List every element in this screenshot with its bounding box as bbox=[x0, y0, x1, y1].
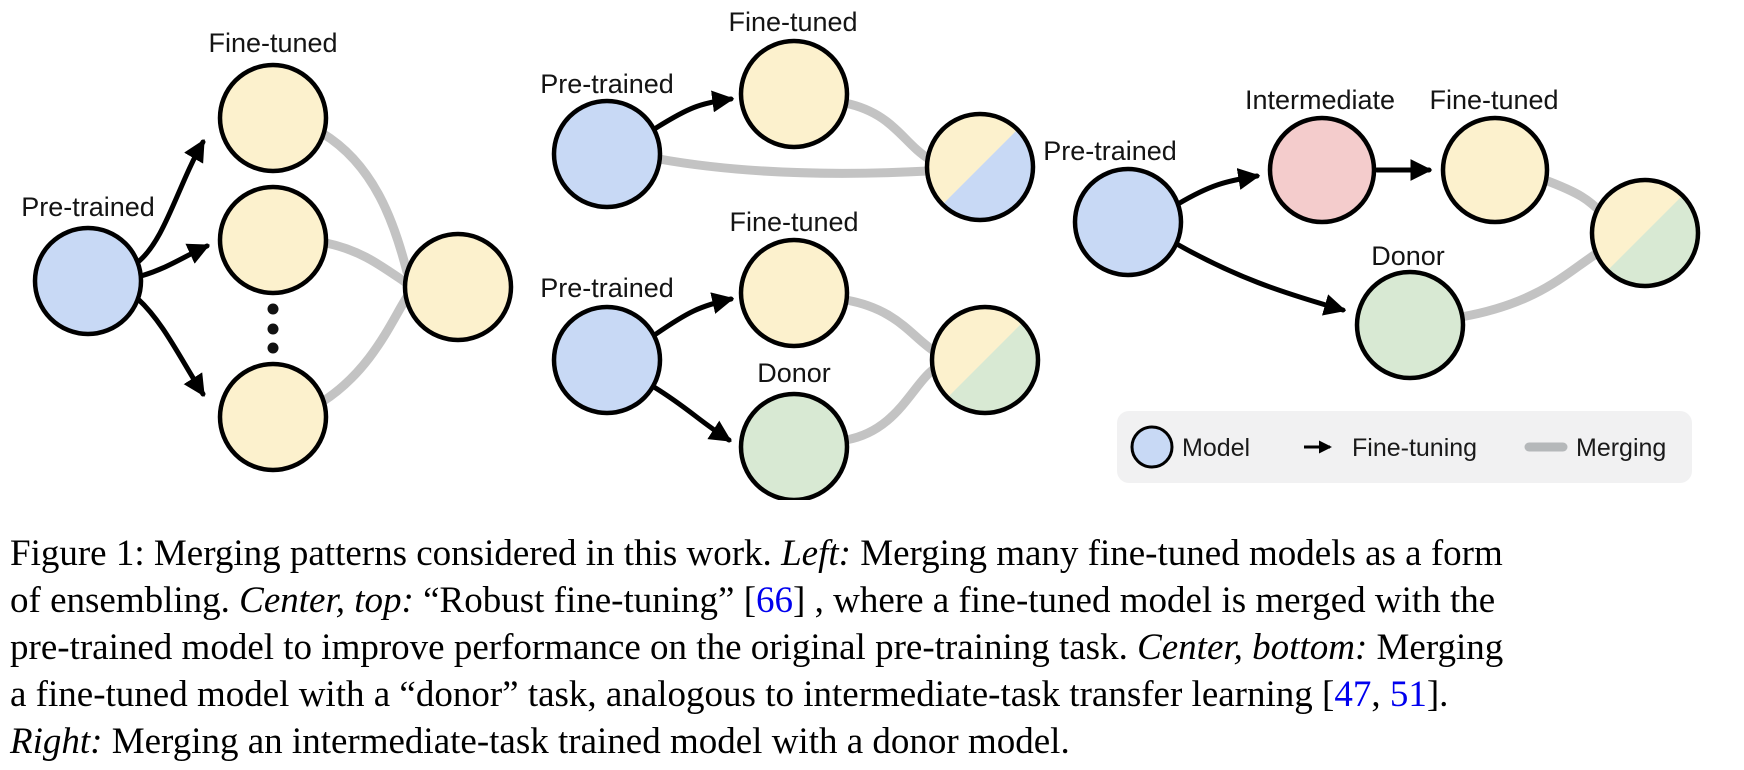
panel-left: Fine-tuned Pre-trained bbox=[21, 28, 514, 473]
merge-line bbox=[317, 128, 412, 277]
caption-text: Center, bottom: bbox=[1137, 627, 1368, 668]
legend-box bbox=[1117, 411, 1692, 483]
finetune-arrow bbox=[1175, 168, 1261, 207]
intermediate-model-circle bbox=[1267, 115, 1377, 225]
citation-link[interactable]: 51 bbox=[1389, 674, 1427, 715]
merged-model-half-blue bbox=[942, 129, 1034, 221]
caption-text: Figure 1: Merging patterns considered in… bbox=[10, 533, 782, 574]
caption-line-1: Figure 1: Merging patterns considered in… bbox=[10, 530, 1744, 577]
caption-text: of ensembling. bbox=[10, 580, 240, 621]
merge-line bbox=[1540, 175, 1607, 218]
merge-line bbox=[654, 154, 933, 178]
finetuned-model-circle bbox=[738, 237, 850, 349]
donor-model-circle bbox=[738, 391, 850, 500]
citation-link[interactable]: 47 bbox=[1334, 674, 1372, 715]
citation-link[interactable]: 66 bbox=[756, 580, 794, 621]
caption-text: Merging an intermediate-task trained mod… bbox=[102, 721, 1070, 762]
panel-right: Pre-trained Intermediate Fine-tuned Dono… bbox=[1043, 85, 1701, 381]
finetuned-label: Fine-tuned bbox=[729, 207, 858, 237]
pretrained-model-circle bbox=[551, 98, 663, 210]
merged-model-half-green bbox=[1607, 195, 1699, 287]
finetune-arrow bbox=[135, 296, 206, 397]
legend-model-label: Model bbox=[1182, 434, 1250, 462]
donor-model-circle bbox=[1354, 269, 1466, 381]
caption-text: ]. bbox=[1426, 674, 1449, 715]
finetuned-label: Fine-tuned bbox=[1429, 85, 1558, 115]
caption-line-3: pre-trained model to improve performance… bbox=[10, 624, 1744, 671]
caption-line-2: of ensembling. Center, top: “Robust fine… bbox=[10, 577, 1744, 624]
finetuned-model-circle bbox=[217, 184, 329, 296]
pretrained-label: Pre-trained bbox=[540, 69, 674, 99]
merged-model-outline bbox=[1589, 177, 1701, 289]
caption-text: Merging many fine-tuned models as a form bbox=[850, 533, 1503, 574]
donor-label: Donor bbox=[1371, 241, 1445, 271]
finetune-arrow bbox=[138, 243, 210, 279]
caption-text: Left: bbox=[781, 533, 851, 574]
panel-center-top: Fine-tuned Pre-trained bbox=[540, 7, 1036, 223]
finetune-arrow bbox=[1172, 240, 1347, 316]
intermediate-label: Intermediate bbox=[1245, 85, 1395, 115]
pretrained-label: Pre-trained bbox=[540, 273, 674, 303]
caption-text: Merging bbox=[1367, 627, 1504, 668]
pretrained-model-circle bbox=[551, 304, 663, 416]
merged-model-half-green bbox=[947, 322, 1039, 414]
finetuned-model-circle bbox=[217, 361, 329, 473]
finetuned-label: Fine-tuned bbox=[728, 7, 857, 37]
caption-text: “Robust fine-tuning” [ bbox=[413, 580, 757, 621]
ellipsis-dot bbox=[267, 323, 279, 335]
merged-model-outline bbox=[924, 111, 1036, 223]
caption-text: Right: bbox=[10, 721, 103, 762]
caption-line-5: Right: Merging an intermediate-task trai… bbox=[10, 718, 1744, 765]
finetuned-model-circle bbox=[738, 38, 850, 150]
merge-line bbox=[841, 364, 939, 445]
pretrained-model-circle bbox=[32, 225, 144, 337]
merge-line bbox=[840, 98, 934, 164]
finetune-arrow bbox=[135, 139, 206, 265]
merge-line bbox=[841, 295, 939, 356]
legend-merging-label: Merging bbox=[1576, 434, 1666, 462]
finetuned-model-circle bbox=[217, 62, 329, 174]
finetune-arrow bbox=[653, 292, 735, 337]
merge-line bbox=[317, 292, 412, 407]
caption-text: ] , where a fine-tuned model is merged w… bbox=[793, 580, 1496, 621]
ellipsis-dot bbox=[267, 303, 279, 315]
figure-diagram: Fine-tuned Pre-trained Fine-tuned Pre-tr… bbox=[21, 7, 1701, 500]
finetuned-label: Fine-tuned bbox=[208, 28, 337, 58]
merged-model-outline bbox=[929, 304, 1041, 416]
panel-center-bottom: Fine-tuned Pre-trained Donor bbox=[540, 207, 1041, 500]
model-legend-icon bbox=[1130, 425, 1174, 469]
pretrained-model-circle bbox=[1072, 166, 1184, 278]
merged-model-circle bbox=[402, 231, 514, 343]
finetune-arrow bbox=[651, 384, 732, 443]
caption-line-4: a fine-tuned model with a “donor” task, … bbox=[10, 671, 1744, 718]
caption-text: a fine-tuned model with a “donor” task, … bbox=[10, 674, 1335, 715]
legend-finetuning-label: Fine-tuning bbox=[1352, 434, 1477, 462]
ellipsis-dot bbox=[267, 342, 279, 354]
merge-line bbox=[1456, 247, 1604, 322]
merge-line bbox=[321, 238, 410, 287]
caption-text: Center, top: bbox=[239, 580, 414, 621]
pretrained-label: Pre-trained bbox=[21, 192, 155, 222]
donor-label: Donor bbox=[757, 358, 831, 388]
legend: Model Fine-tuning Merging bbox=[1117, 411, 1692, 483]
finetune-arrow bbox=[653, 90, 735, 131]
caption-text: , bbox=[1371, 674, 1390, 715]
figure-caption: Figure 1: Merging patterns considered in… bbox=[10, 530, 1744, 765]
caption-text: pre-trained model to improve performance… bbox=[10, 627, 1138, 668]
pretrained-label: Pre-trained bbox=[1043, 136, 1177, 166]
finetuned-model-circle bbox=[1440, 115, 1550, 225]
